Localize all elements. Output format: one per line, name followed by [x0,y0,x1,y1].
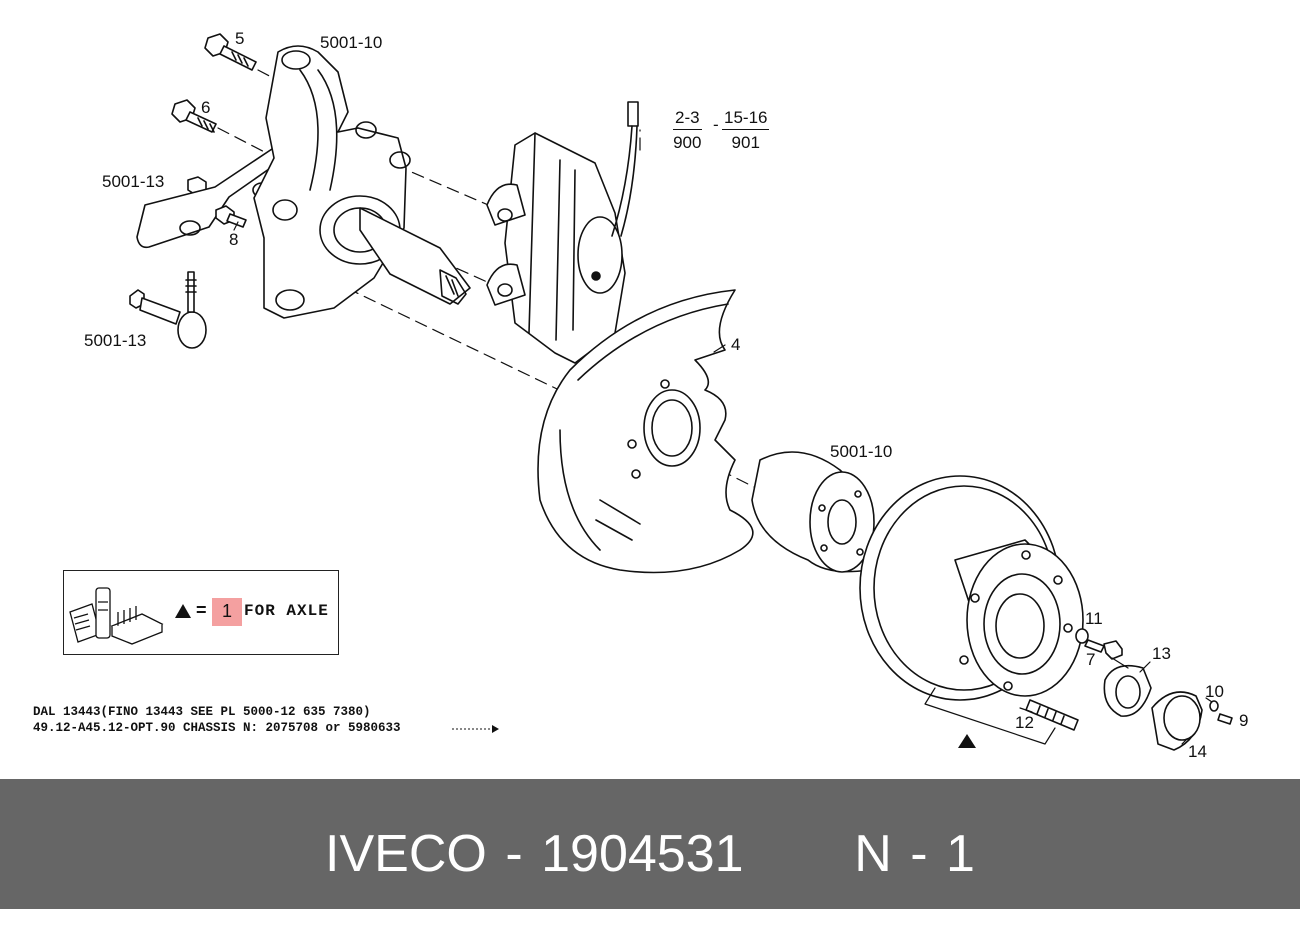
washer-icon [1075,628,1089,644]
callout-9: 9 [1239,711,1249,730]
parts-diagram-page: 5 5001-10 6 5001-13 8 5001-13 4 5001-10 … [0,29,1300,909]
bolt-8-icon [215,205,247,228]
callout-7: 7 [1086,650,1096,669]
screw-9-icon [1217,713,1233,725]
fraction-a-numerator: 2-3 [673,109,702,130]
sensor-ref-fraction-a: 2-3 900 [673,109,702,151]
wheel-bearing-icon [751,451,875,573]
part-number: 1904531 [541,825,744,883]
brake-caliper-icon [486,132,626,364]
callout-5: 5 [235,29,245,48]
steering-knuckle-icon [253,45,471,319]
callout-5001-10-knuckle: 5001-10 [320,33,383,52]
callout-5001-13-tierod: 5001-13 [84,331,147,350]
fraction-a-denominator: 900 [673,133,702,152]
legend-quantity: 1 [221,601,232,621]
callout-10: 10 [1205,682,1224,701]
axle-marker-triangle-icon [958,734,976,748]
arrow-right-icon [452,725,499,733]
legend-equals: = [196,600,207,620]
brand-name: IVECO [325,825,487,883]
footer-title: IVECO - 1904531 N - 1 [0,779,1300,909]
axle-marker-triangle-icon [175,604,191,618]
quantity-legend-box [63,570,339,655]
wear-sensor-icon [611,101,639,237]
applicability-note-line-2: 49.12-A45.12-OPT.90 CHASSIS N: 2075708 o… [33,721,401,735]
callout-8: 8 [229,230,239,249]
fraction-b-numerator: 15-16 [722,109,770,130]
fraction-separator: - [713,115,719,134]
position-spacer [762,825,836,883]
callout-13: 13 [1152,644,1171,663]
dust-shield-icon [537,289,754,574]
hub-cap-icon [1151,691,1203,751]
callout-6: 6 [201,98,211,117]
callout-4: 4 [731,335,741,354]
tie-rod-end-icon [129,271,207,349]
callout-5001-10-bearing: 5001-10 [830,442,893,461]
small-washer-icon [1209,700,1219,712]
sensor-ref-fraction-b: 15-16 901 [722,109,770,152]
bolt-5-icon [204,33,257,71]
axle-parts-illustration-icon [69,587,164,645]
exploded-view-drawing [129,33,1233,751]
fraction-b-denominator: 901 [731,133,760,152]
footer-separator: - [505,825,523,883]
leader-lines [233,221,1213,745]
quantity-highlight [212,598,242,626]
callout-14: 14 [1188,742,1207,761]
bolt-6-icon [171,99,217,133]
gasket-icon [1103,664,1152,717]
position-code: N - 1 [854,825,975,883]
callout-11: 11 [1085,609,1103,628]
legend-text: FOR AXLE [244,602,329,620]
bolt-7-icon [1084,639,1123,660]
part-number-footer: IVECO - 1904531 N - 1 [0,779,1300,909]
brake-disc-icon [859,475,1084,701]
callout-12: 12 [1015,713,1034,732]
wheel-stud-icon [1025,699,1079,731]
applicability-note-line-1: DAL 13443(FINO 13443 SEE PL 5000-12 635 … [33,705,371,719]
callout-5001-13-arm: 5001-13 [102,172,165,191]
